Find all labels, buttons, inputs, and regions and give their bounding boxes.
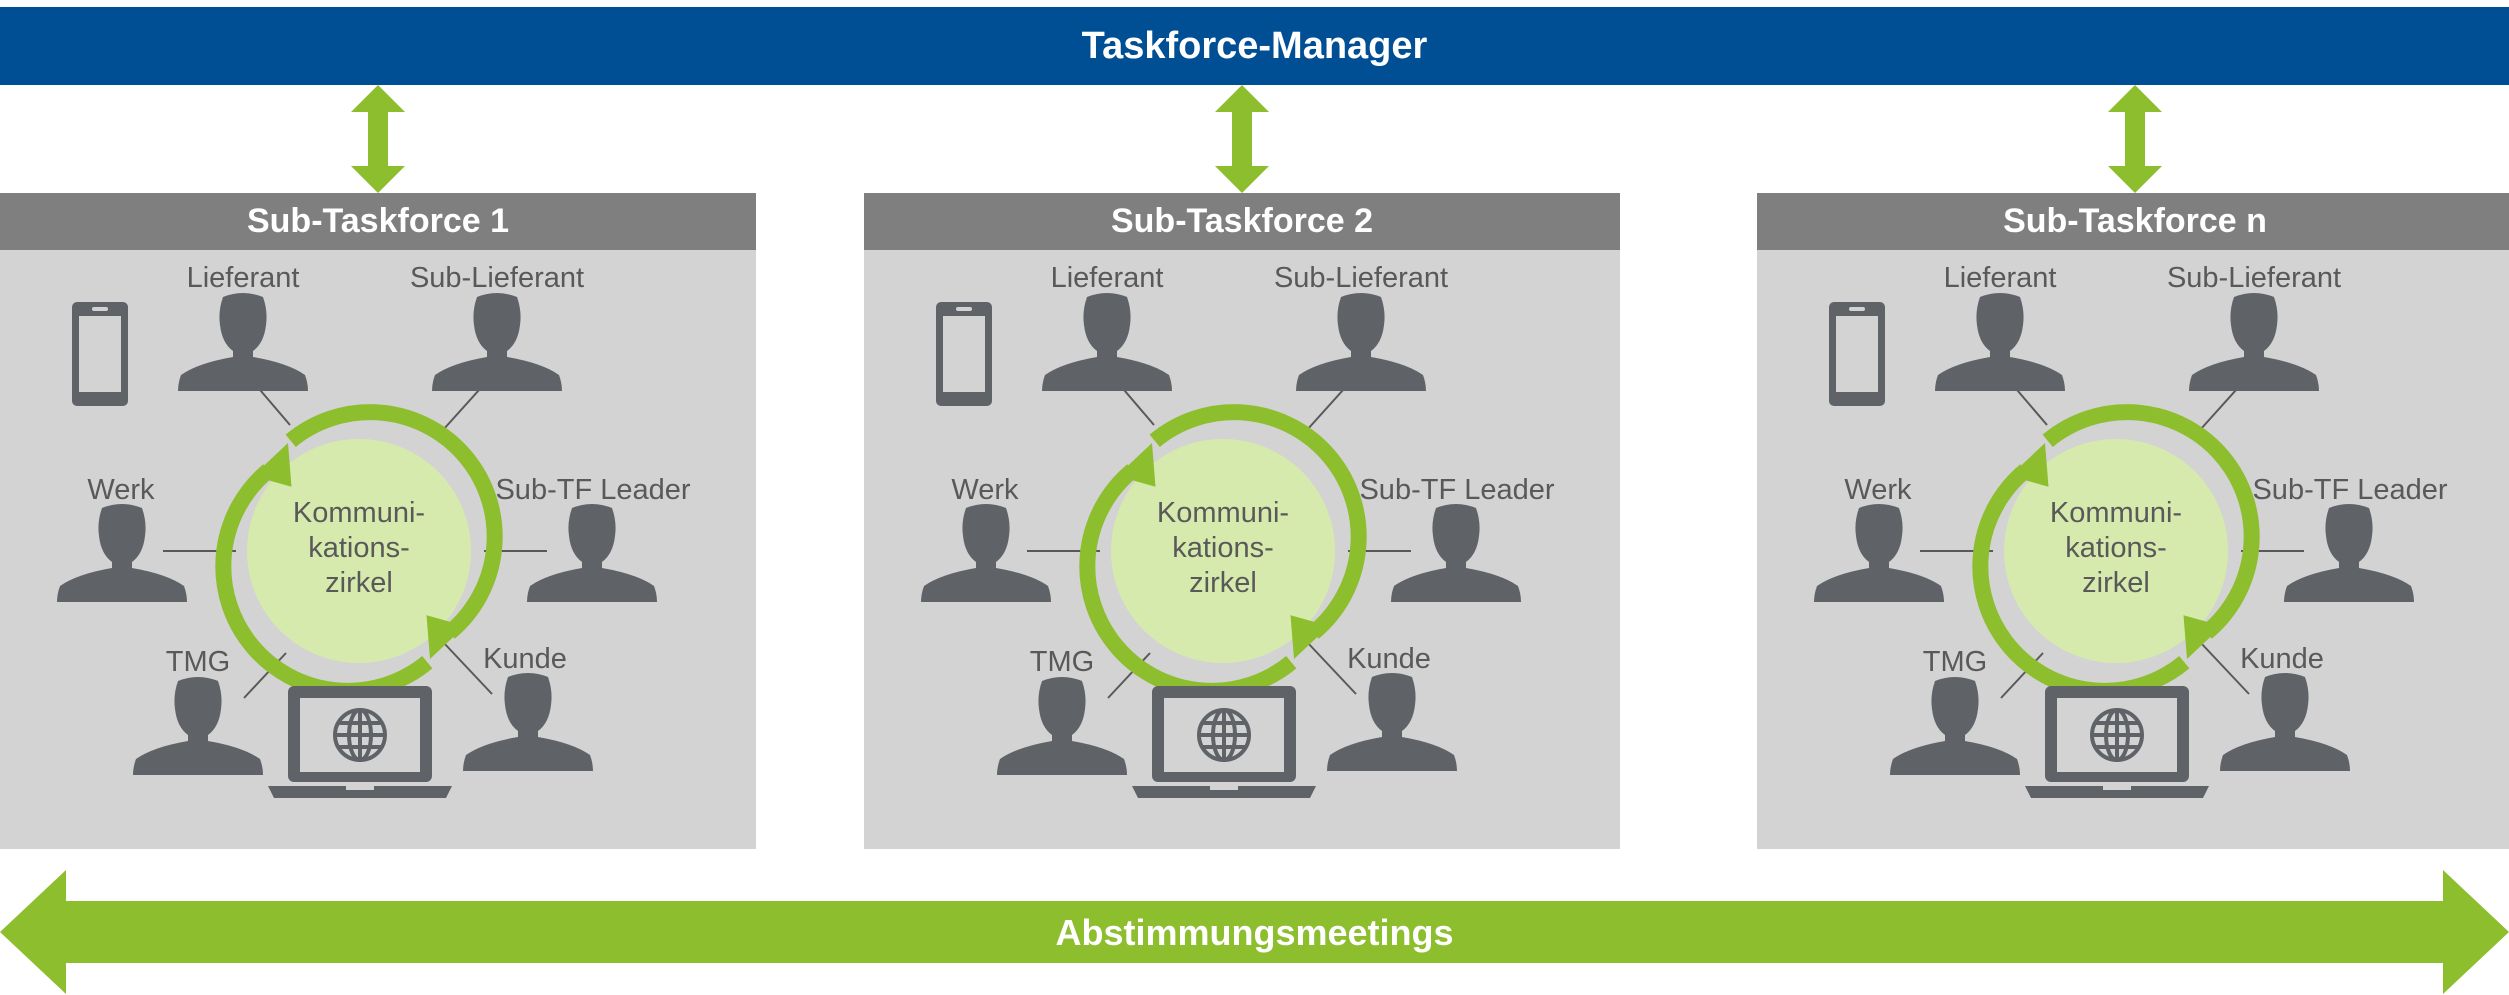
circle-label-line-2: kations- <box>308 532 410 564</box>
label-lieferant: Lieferant <box>1051 262 1164 294</box>
connector-arrows <box>351 85 2162 193</box>
person-tmg-icon <box>1890 677 2020 775</box>
connector-arrow-n <box>2108 85 2162 193</box>
communication-network: Kommuni- kations- zirkel Lieferant Sub-L… <box>57 262 691 798</box>
label-tmg: TMG <box>1923 646 1987 678</box>
panel-title: Sub-Taskforce n <box>2003 202 2267 240</box>
person-kunde-icon <box>2220 673 2350 771</box>
person-sub-lieferant-icon <box>1296 293 1426 391</box>
label-werk: Werk <box>1844 474 1912 506</box>
label-tmg: TMG <box>166 646 230 678</box>
circle-label-line-2: kations- <box>1172 532 1274 564</box>
panel-header: Sub-Taskforce n <box>1757 193 2509 250</box>
smartphone-icon <box>1829 302 1885 406</box>
label-lieferant: Lieferant <box>1944 262 2057 294</box>
circle-label-line-3: zirkel <box>2082 567 2150 599</box>
label-werk: Werk <box>87 474 155 506</box>
person-werk-icon <box>921 504 1051 602</box>
panel-header: Sub-Taskforce 1 <box>0 193 756 250</box>
connector-arrow-1 <box>351 85 405 193</box>
laptop-globe-icon <box>268 686 452 798</box>
person-sub-lieferant-icon <box>432 293 562 391</box>
taskforce-manager-title: Taskforce-Manager <box>1081 24 1428 67</box>
label-sub-lieferant: Sub-Lieferant <box>2167 262 2341 294</box>
person-werk-icon <box>1814 504 1944 602</box>
communication-network: Kommuni- kations- zirkel Lieferant Sub-L… <box>921 262 1555 798</box>
label-sub-tf-leader: Sub-TF Leader <box>495 474 690 506</box>
circle-label-line-3: zirkel <box>325 567 393 599</box>
label-sub-tf-leader: Sub-TF Leader <box>1359 474 1554 506</box>
laptop-globe-icon <box>1132 686 1316 798</box>
person-kunde-icon <box>463 673 593 771</box>
person-sub-tf-leader-icon <box>1391 504 1521 602</box>
circular-arrows <box>1079 404 1367 699</box>
label-kunde: Kunde <box>2240 643 2324 675</box>
person-lieferant-icon <box>1935 293 2065 391</box>
label-kunde: Kunde <box>483 643 567 675</box>
person-sub-lieferant-icon <box>2189 293 2319 391</box>
laptop-globe-icon <box>2025 686 2209 798</box>
smartphone-icon <box>936 302 992 406</box>
line-kunde <box>442 641 493 695</box>
label-sub-lieferant: Sub-Lieferant <box>1274 262 1448 294</box>
communication-circle <box>2004 439 2228 663</box>
taskforce-manager-bar: Taskforce-Manager <box>0 7 2509 85</box>
communication-circle <box>247 439 471 663</box>
circle-label-line-3: zirkel <box>1189 567 1257 599</box>
line-kunde <box>1306 641 1357 695</box>
label-tmg: TMG <box>1030 646 1094 678</box>
line-kunde <box>2199 641 2250 695</box>
person-kunde-icon <box>1327 673 1457 771</box>
sub-taskforce-panel-n: Sub-Taskforce n Kommuni- kations- zirkel <box>1757 193 2509 849</box>
circle-label-line-1: Kommuni- <box>293 497 425 529</box>
label-sub-lieferant: Sub-Lieferant <box>410 262 584 294</box>
abstimmungsmeetings-label: Abstimmungsmeetings <box>1055 912 1454 953</box>
person-lieferant-icon <box>1042 293 1172 391</box>
label-sub-tf-leader: Sub-TF Leader <box>2252 474 2447 506</box>
circle-label-line-2: kations- <box>2065 532 2167 564</box>
person-lieferant-icon <box>178 293 308 391</box>
person-sub-tf-leader-icon <box>527 504 657 602</box>
person-tmg-icon <box>133 677 263 775</box>
person-werk-icon <box>57 504 187 602</box>
circle-label-line-1: Kommuni- <box>1157 497 1289 529</box>
sub-taskforce-panel-1: Sub-Taskforce 1 Kommuni- kations- zirkel <box>0 193 756 849</box>
sub-taskforce-panel-2: Sub-Taskforce 2 Kommuni- kations- zirkel <box>864 193 1620 849</box>
person-tmg-icon <box>997 677 1127 775</box>
panel-title: Sub-Taskforce 2 <box>1110 202 1373 240</box>
panel-title: Sub-Taskforce 1 <box>246 202 509 240</box>
connector-arrow-2 <box>1215 85 1269 193</box>
circle-label-line-1: Kommuni- <box>2050 497 2182 529</box>
communication-circle <box>1111 439 1335 663</box>
abstimmungsmeetings-arrow <box>0 870 2509 994</box>
label-lieferant: Lieferant <box>187 262 300 294</box>
label-werk: Werk <box>951 474 1019 506</box>
label-kunde: Kunde <box>1347 643 1431 675</box>
communication-network: Kommuni- kations- zirkel Lieferant Sub-L… <box>1814 262 2448 798</box>
person-sub-tf-leader-icon <box>2284 504 2414 602</box>
panel-header: Sub-Taskforce 2 <box>864 193 1620 250</box>
smartphone-icon <box>72 302 128 406</box>
